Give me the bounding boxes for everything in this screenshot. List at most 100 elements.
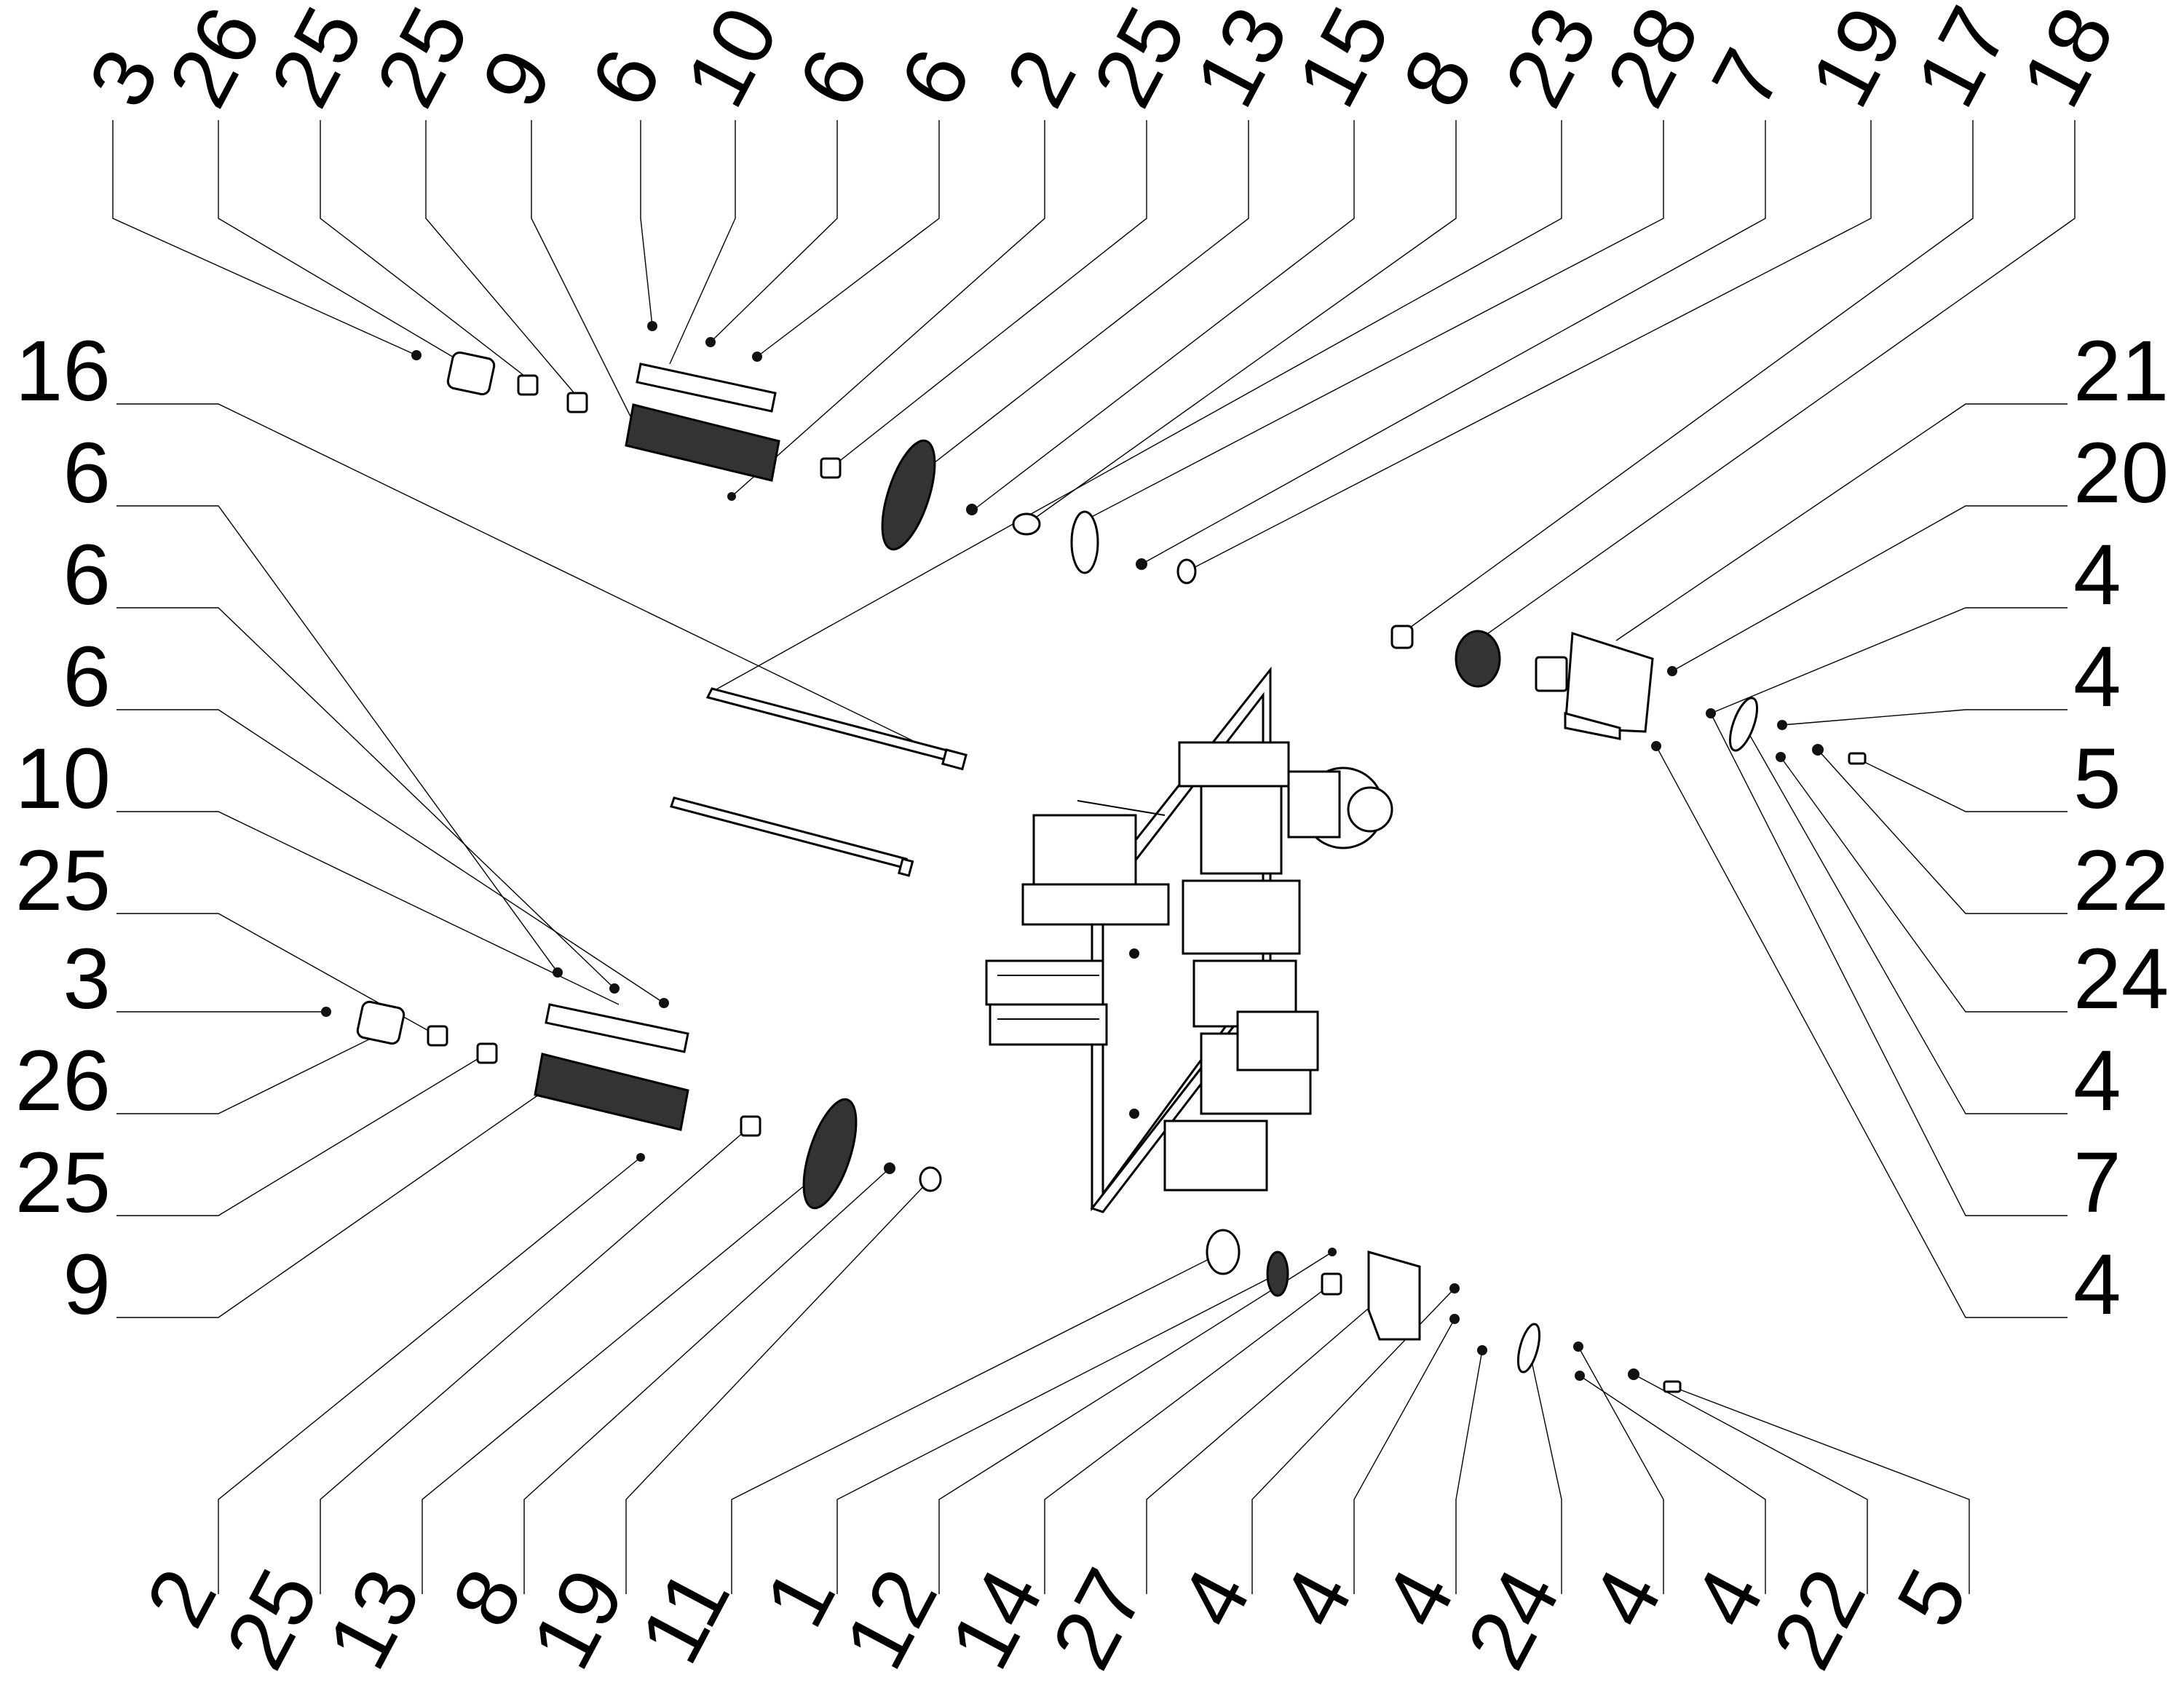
leader-line <box>1401 120 1974 634</box>
bottom-callouts: 2 25 13 8 19 11 1 12 14 27 4 4 4 24 4 4 … <box>128 1554 1986 1684</box>
leader-line <box>1817 749 2068 914</box>
leader-line <box>1671 1386 1970 1594</box>
callout-bottom-8: 12 <box>826 1554 956 1684</box>
callout-bottom-12: 4 <box>1264 1554 1371 1641</box>
callout-bottom-15: 4 <box>1573 1554 1680 1641</box>
leader-line <box>830 120 1147 469</box>
callout-top-18: 19 <box>1792 0 1921 122</box>
leader-line <box>731 1251 1224 1594</box>
leader-line <box>1528 1347 1562 1594</box>
leader-line <box>920 120 1249 474</box>
leader-line <box>320 120 529 379</box>
callout-top-8: 6 <box>780 34 887 122</box>
callout-left-2: 6 <box>63 425 111 521</box>
callout-bottom-9: 14 <box>932 1554 1061 1684</box>
leader-line <box>116 709 665 1004</box>
leader-line <box>320 1125 751 1594</box>
callout-right-4: 4 <box>2073 629 2121 725</box>
callout-bottom-6: 11 <box>622 1554 748 1678</box>
callout-right-5: 5 <box>2073 731 2121 827</box>
leader-line <box>1655 745 2068 1318</box>
leader-line <box>523 1168 890 1594</box>
leader-line <box>116 607 615 989</box>
callout-right-7: 24 <box>2073 931 2169 1027</box>
callout-top-6: 6 <box>572 34 679 122</box>
callout-top-17: 7 <box>1693 34 1800 122</box>
callout-bottom-5: 19 <box>513 1554 643 1684</box>
leader-lines <box>112 120 2076 1594</box>
callout-top-20: 18 <box>2003 0 2132 122</box>
leader-line <box>836 1273 1278 1594</box>
leader-line <box>1781 709 2068 726</box>
upper-left-subassembly <box>411 321 1197 585</box>
lower-left-subassembly <box>321 967 942 1210</box>
leader-line <box>218 1157 641 1594</box>
leader-line <box>1856 758 2068 812</box>
leader-line <box>1743 724 2068 1114</box>
leader-line <box>1710 713 2068 1216</box>
leader-line <box>1579 1375 1766 1594</box>
top-callouts: 3 26 25 25 9 6 10 6 6 2 25 13 15 8 23 28… <box>70 0 2132 122</box>
leader-line <box>1615 403 2068 641</box>
part-drawings <box>321 321 1867 1393</box>
leader-line <box>1477 120 2076 641</box>
lower-shaft <box>670 796 914 877</box>
callout-top-5: 9 <box>463 34 570 122</box>
callout-top-4: 25 <box>357 0 487 122</box>
callout-top-14: 8 <box>1384 34 1491 122</box>
callout-bottom-2: 25 <box>207 1554 337 1684</box>
leader-line <box>1026 120 1457 525</box>
leader-line <box>1671 505 2068 672</box>
leader-line <box>756 120 940 357</box>
callout-left-5: 10 <box>15 731 111 827</box>
callout-bottom-11: 4 <box>1162 1554 1269 1641</box>
right-callouts: 21 20 4 4 5 22 24 4 7 4 <box>2073 323 2169 1333</box>
leader-line <box>116 913 438 1037</box>
leader-line <box>625 1178 931 1594</box>
callout-right-2: 20 <box>2073 425 2169 521</box>
callout-left-7: 3 <box>63 931 111 1027</box>
leader-line <box>1084 120 1664 521</box>
callout-bottom-14: 24 <box>1449 1554 1578 1684</box>
callout-top-7: 10 <box>667 0 796 122</box>
main-frame-assembly <box>985 666 1393 1213</box>
callout-bottom-18: 5 <box>1879 1554 1986 1641</box>
callout-right-6: 22 <box>2073 833 2169 929</box>
leader-line <box>709 120 1562 694</box>
callout-left-6: 25 <box>15 833 111 929</box>
leader-line <box>1251 1288 1455 1594</box>
leader-line <box>116 811 620 1005</box>
callout-top-3: 25 <box>252 0 381 122</box>
callout-top-9: 6 <box>882 34 989 122</box>
right-subassembly <box>1390 625 1867 765</box>
left-callouts: 16 6 6 6 10 25 3 26 25 9 <box>15 323 111 1333</box>
leader-line <box>218 120 472 368</box>
callout-right-10: 4 <box>2073 1237 2121 1333</box>
leader-line <box>116 1033 381 1114</box>
leader-line <box>1710 607 2068 714</box>
leader-line <box>1186 120 1872 572</box>
callout-left-10: 9 <box>63 1237 111 1333</box>
callout-bottom-10: 27 <box>1034 1554 1163 1684</box>
leader-line <box>531 120 634 423</box>
leader-line <box>1578 1346 1664 1594</box>
leader-line <box>1633 1374 1868 1594</box>
leader-line <box>669 120 736 365</box>
leader-line <box>1141 120 1766 565</box>
leader-line <box>116 505 558 973</box>
callout-top-13: 15 <box>1278 0 1408 122</box>
callout-bottom-3: 13 <box>309 1554 439 1684</box>
callout-right-3: 4 <box>2073 527 2121 623</box>
callout-left-8: 26 <box>15 1033 111 1129</box>
callout-right-9: 7 <box>2073 1135 2121 1231</box>
callout-right-1: 21 <box>2073 323 2169 419</box>
callout-top-16: 28 <box>1588 0 1717 122</box>
callout-left-9: 25 <box>15 1135 111 1231</box>
leader-line <box>1353 1318 1455 1594</box>
leader-line <box>425 120 578 397</box>
callout-right-8: 4 <box>2073 1033 2121 1129</box>
leader-line <box>112 120 417 356</box>
callout-top-19: 17 <box>1897 0 2027 122</box>
